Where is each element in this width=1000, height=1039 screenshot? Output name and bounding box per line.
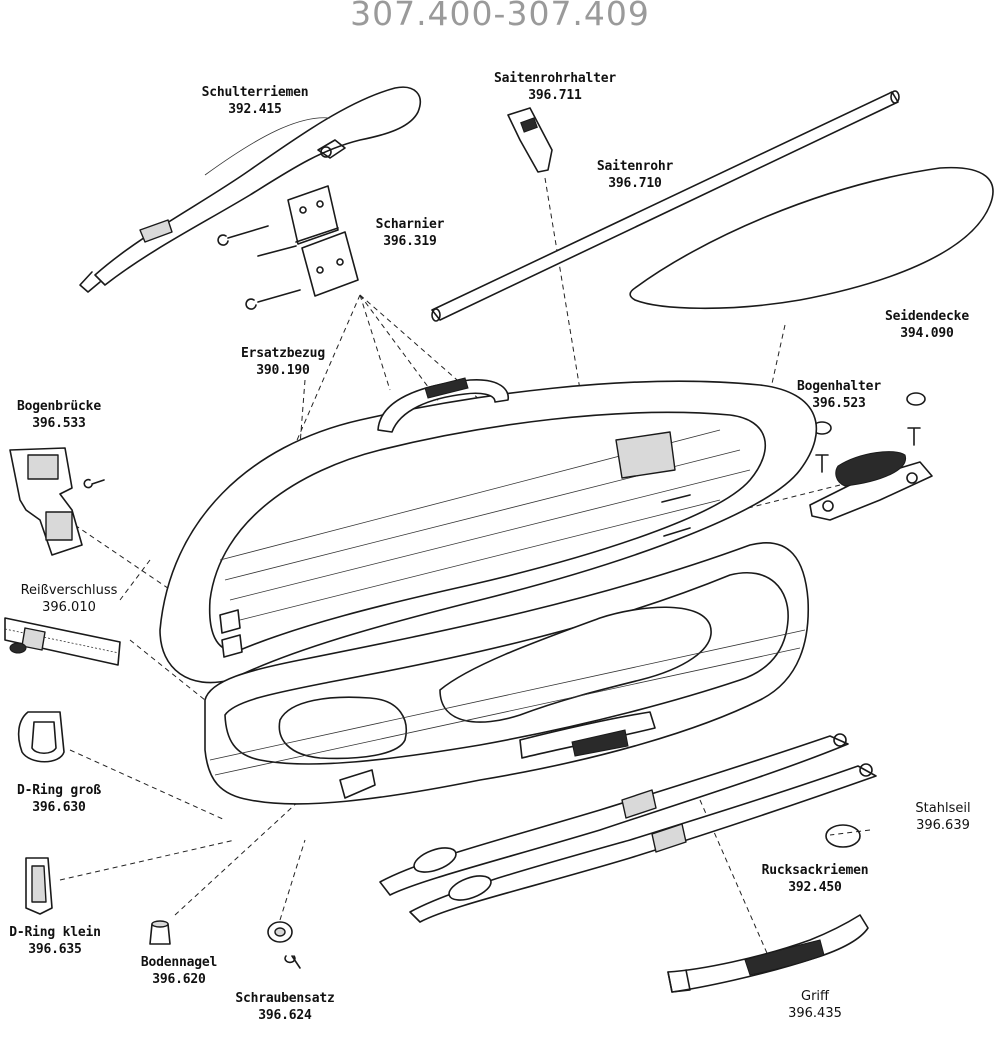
tube-holder-drawing: [507, 107, 553, 173]
handle-drawing: [667, 914, 869, 993]
screw-set-drawing: [267, 921, 301, 969]
bow-holder-drawing: [809, 392, 933, 521]
silk-cover-drawing: [629, 166, 994, 310]
hinge-drawing: [217, 185, 359, 310]
diagram-title: 307.400-307.409: [350, 0, 650, 33]
foot-nail-drawing: [149, 920, 171, 945]
shoulder-strap-drawing: [79, 86, 421, 293]
leader-lines: [59, 177, 871, 961]
steel-cable-drawing: [825, 824, 861, 848]
bow-bridge-drawing: [9, 447, 105, 556]
violin-case-drawing: [159, 377, 818, 805]
d-ring-large-drawing: [17, 711, 65, 763]
backpack-straps-drawing: [379, 733, 877, 923]
string-tube-drawing: [431, 90, 900, 322]
zipper-drawing: [4, 617, 121, 666]
d-ring-small-drawing: [25, 857, 53, 915]
